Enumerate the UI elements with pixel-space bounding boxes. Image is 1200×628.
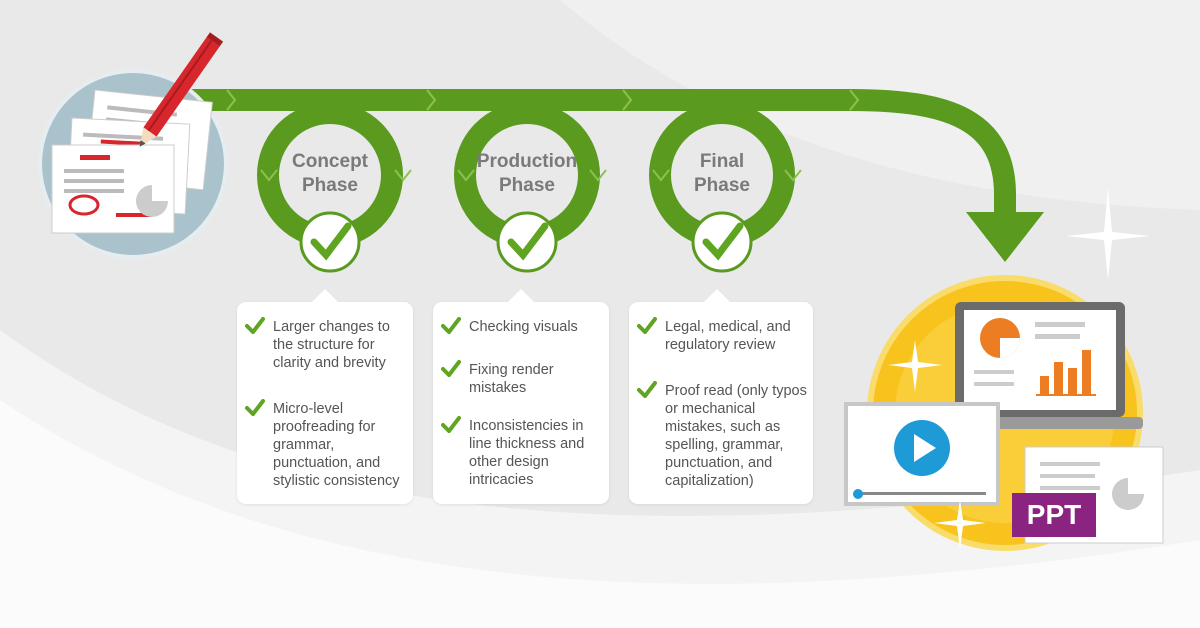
play-icon xyxy=(894,420,950,476)
phase-title-production: Production Phase xyxy=(452,150,602,198)
check-icon xyxy=(245,399,265,416)
list-item: Legal, medical, and regulatory review xyxy=(665,319,791,353)
pencil-icon xyxy=(139,32,224,147)
card-pointer xyxy=(704,289,730,302)
list-item: Micro-level proofreading for grammar, pu… xyxy=(273,401,400,489)
check-icon xyxy=(299,211,361,273)
check-icon xyxy=(441,317,461,334)
list-item: Proof read (only typos or mechanical mis… xyxy=(665,383,807,489)
bar-chart-icon xyxy=(1036,350,1096,396)
arrowhead xyxy=(966,212,1044,262)
phase-title-line2: Phase xyxy=(499,175,555,196)
phase-title-line2: Phase xyxy=(694,175,750,196)
phase-title-line2: Phase xyxy=(302,175,358,196)
list-item: Larger changes to the structure for clar… xyxy=(273,319,390,371)
card-pointer xyxy=(312,289,338,302)
check-icon xyxy=(637,381,657,398)
check-icon xyxy=(637,317,657,334)
check-icon xyxy=(245,317,265,334)
concept-phase-card: Larger changes to the structure for clar… xyxy=(237,289,413,504)
list-item: Inconsistencies in line thickness and ot… xyxy=(469,418,585,488)
production-phase-card: Checking visuals Fixing render mistakes … xyxy=(433,289,609,504)
check-icon xyxy=(691,211,753,273)
flow-chevrons xyxy=(226,89,860,182)
final-phase-card: Legal, medical, and regulatory review Pr… xyxy=(629,289,813,504)
phase-title-line1: Concept xyxy=(292,151,368,172)
sparkle-icon xyxy=(888,188,1150,550)
phase-title-concept: Concept Phase xyxy=(255,150,405,198)
check-icon xyxy=(441,360,461,377)
pie-chart-icon xyxy=(980,318,1020,358)
ppt-badge: PPT xyxy=(1012,493,1096,537)
list-item: Fixing render mistakes xyxy=(469,362,554,396)
document-icon xyxy=(38,69,228,259)
list-item: Checking visuals xyxy=(469,319,578,335)
check-icon xyxy=(496,211,558,273)
video-icon xyxy=(844,402,1000,506)
phase-title-line1: Final xyxy=(699,151,745,172)
check-icon xyxy=(441,416,461,433)
phase-title-line1: Production xyxy=(476,151,578,172)
phase-title-final: Final Phase xyxy=(647,150,797,198)
card-pointer xyxy=(508,289,534,302)
